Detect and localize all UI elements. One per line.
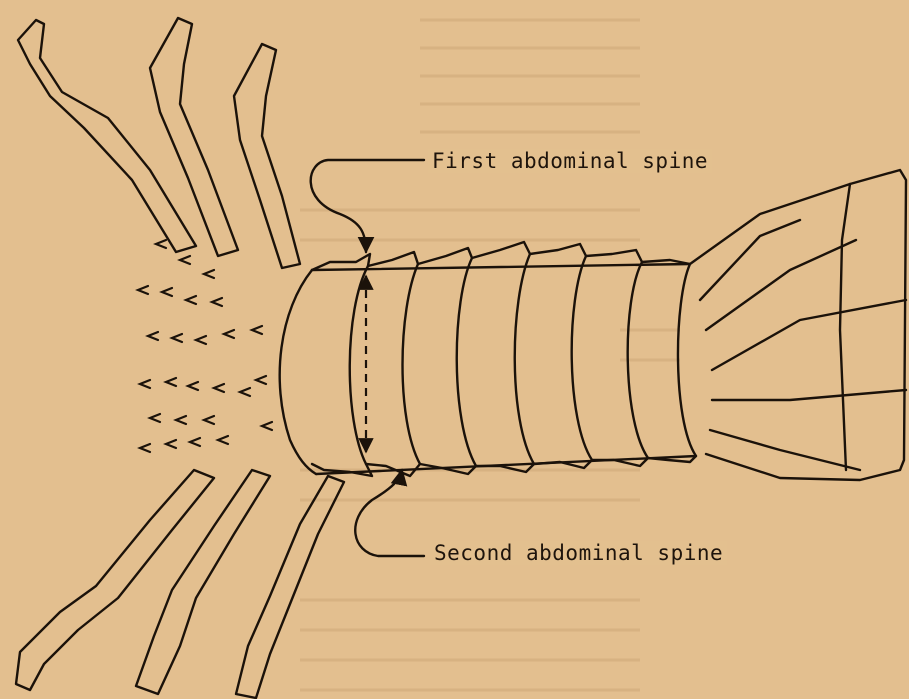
second-abdominal-spine-label: Second abdominal spine — [430, 541, 727, 565]
lower-legs — [16, 470, 344, 698]
carapace-spines — [138, 240, 272, 452]
background-text-lines — [300, 20, 680, 690]
abdomen-outline — [312, 264, 696, 474]
first-spine-leader — [311, 160, 424, 252]
second-spine-leader — [355, 470, 424, 556]
upper-legs — [18, 18, 300, 268]
carapace-edge — [280, 270, 316, 474]
first-abdominal-spine-label: First abdominal spine — [428, 149, 712, 173]
tail-fan — [690, 170, 906, 480]
